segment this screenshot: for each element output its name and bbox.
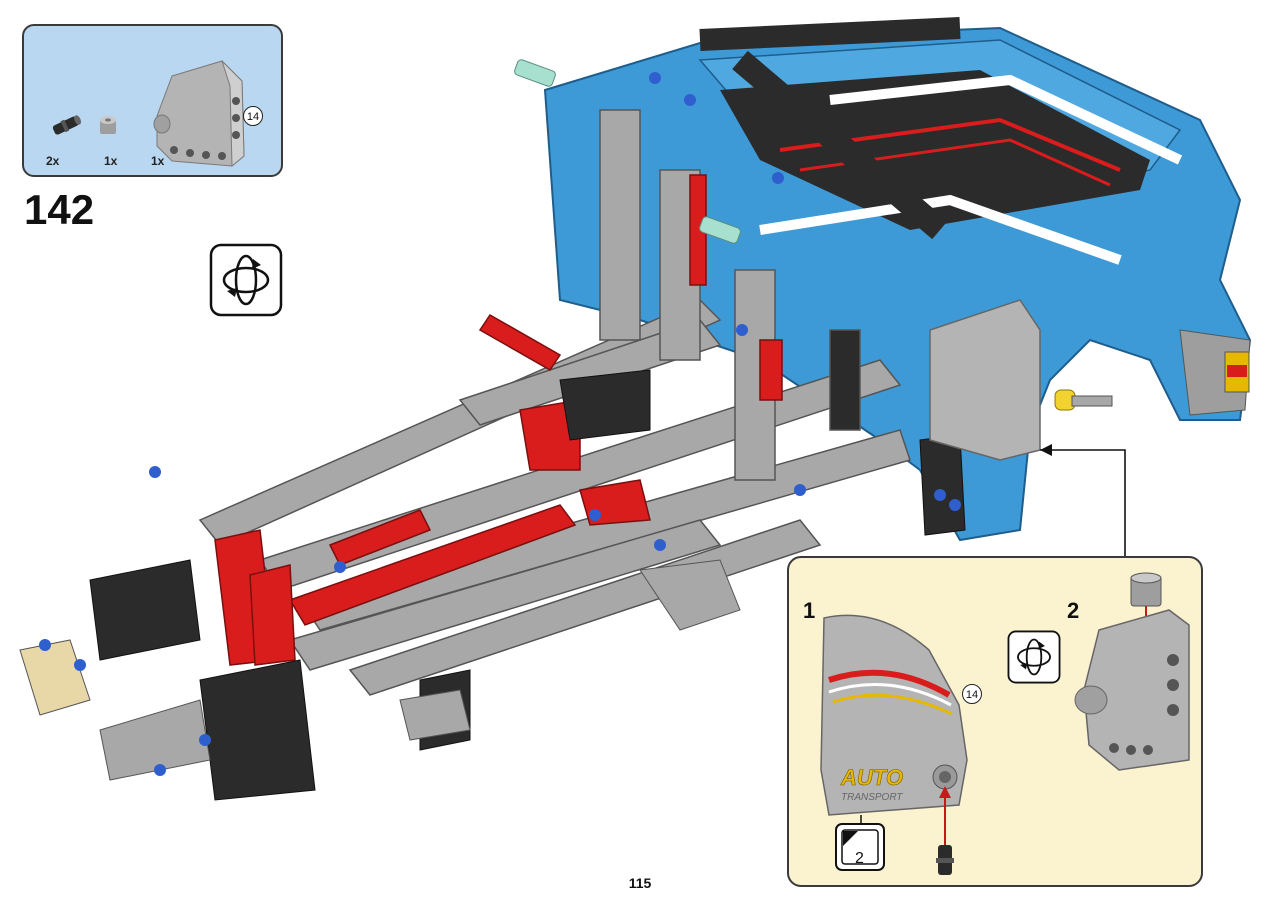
substep-box: 1 2 AUTO TRANSPORT 14 [787,556,1203,887]
substep-2-label: 2 [1067,598,1080,623]
rotate-model-icon [209,243,283,317]
red-parts [214,174,783,666]
blue-pins [39,72,961,776]
decal-text-auto: AUTO [840,765,903,790]
decal-panel-illustration: AUTO TRANSPORT [820,614,968,875]
qty-grey-panel: 1x [151,154,165,168]
decal-text-transport: TRANSPORT [841,792,903,803]
blue-cab [543,17,1252,542]
qty-grey-bush: 1x [104,154,118,168]
grey-panel-part [153,60,245,168]
arrow-icon [1040,449,1126,556]
sticker-sheet-icon [835,823,885,871]
step-number: 142 [24,186,95,233]
sticker-sheet-number: 2 [855,850,864,867]
parts-illustrations [52,60,245,168]
qty-black-pin: 2x [46,154,60,168]
panel-rear-illustration [1074,572,1190,771]
black-pin-part [52,115,82,135]
part-callout-substep: 14 [962,684,982,704]
part-callout: 14 [243,106,263,126]
front-assembly [89,369,966,801]
substep-1-label: 1 [803,598,816,623]
grey-bush-part [100,116,116,134]
rotate-model-icon [1007,630,1061,684]
page-number: 115 [628,875,652,891]
front-arms [19,559,741,781]
parts-list-box: 2x 1x 1x 14 [22,24,283,177]
